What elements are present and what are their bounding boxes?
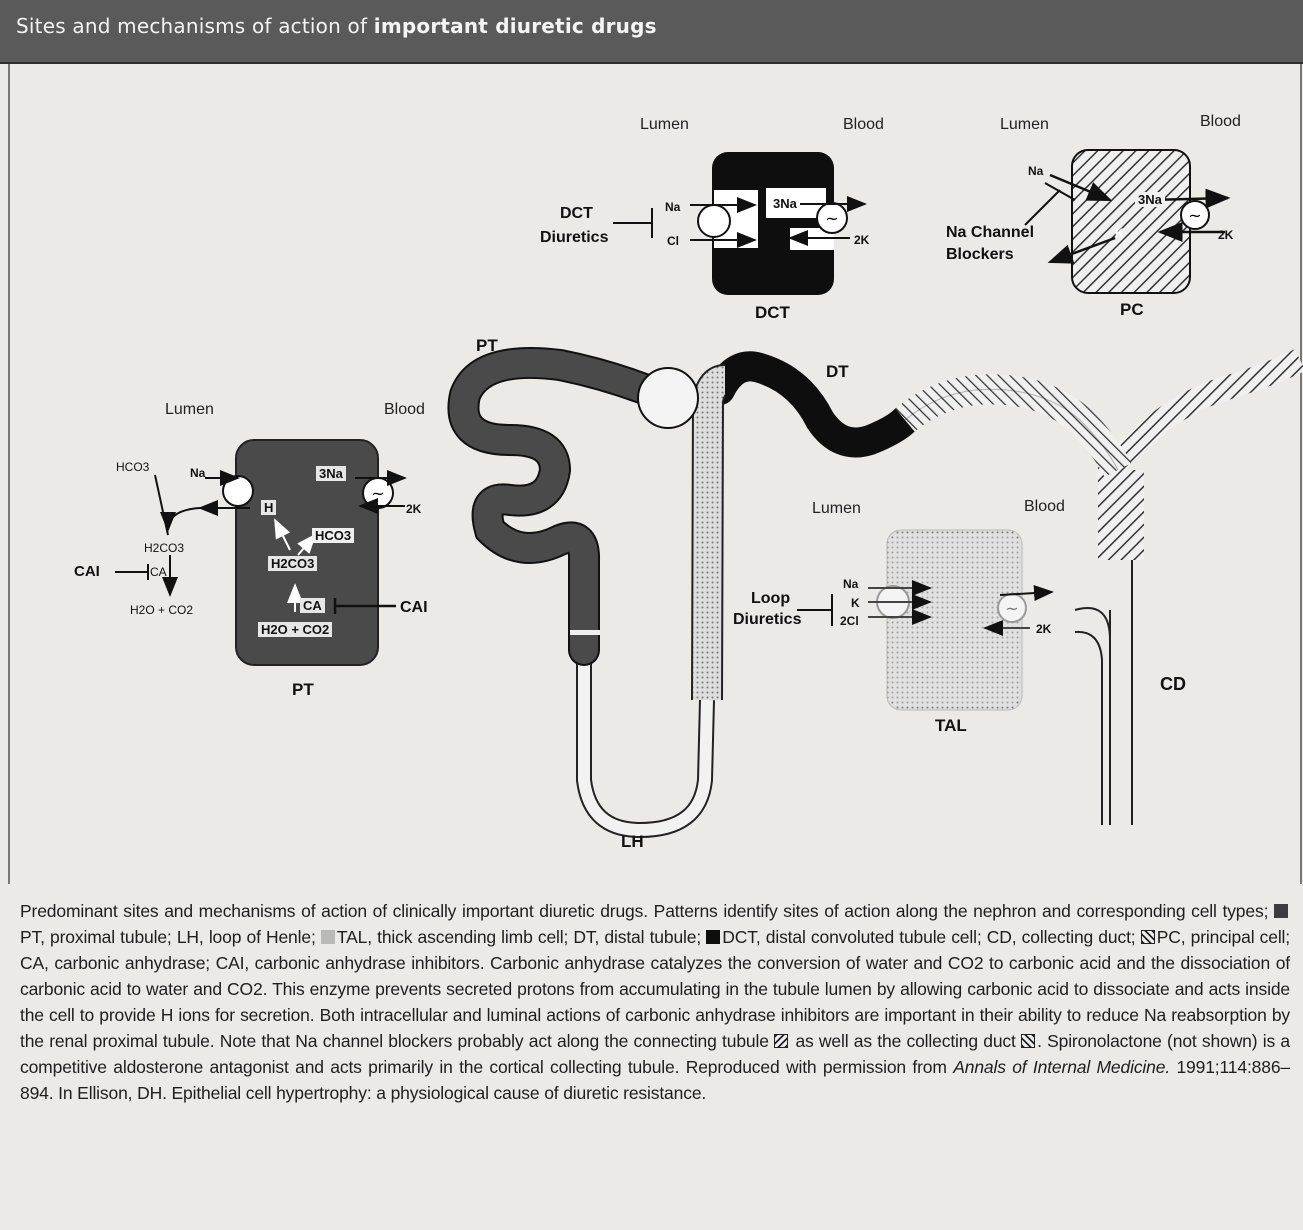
dct-cotransporter — [698, 205, 730, 237]
tal-2cl-label: 2Cl — [840, 614, 859, 628]
pc-name-label: PC — [1120, 300, 1144, 320]
tal-drug-line1: Loop — [751, 590, 790, 608]
pt-3na-label: 3Na — [316, 466, 346, 481]
dct-lumen-label: Lumen — [640, 116, 689, 134]
tal-name-label: TAL — [935, 716, 967, 736]
pc-3na-label: 3Na — [1135, 192, 1165, 207]
dct-blood-label: Blood — [843, 116, 884, 134]
pt-h-label: H — [261, 500, 276, 515]
pt-h2co3-label: H2CO3 — [144, 541, 184, 555]
tal-drug-line2: Diuretics — [733, 611, 801, 629]
pt-ca-in-label: CA — [300, 598, 325, 613]
tal-k-label: K — [851, 596, 860, 610]
dct-na-label: Na — [665, 200, 680, 214]
collecting-duct-swatch — [1021, 1034, 1035, 1048]
pt-hco3-label: HCO3 — [116, 460, 149, 474]
nephron-dt-label: DT — [826, 362, 849, 382]
pt-break-mark — [570, 630, 600, 635]
figure-caption: Predominant sites and mechanisms of acti… — [14, 890, 1290, 1220]
pc-drug-line1: Na Channel — [946, 224, 1034, 242]
connecting-tubule-hatched — [905, 389, 1118, 470]
pt-h2co3-box: H2CO3 — [268, 556, 317, 571]
dct-swatch — [706, 930, 720, 944]
svg-text:~: ~ — [825, 209, 838, 228]
pt-cai-left-label: CAI — [74, 563, 100, 580]
glomerulus-circle — [638, 368, 698, 428]
dct-3na-label: 3Na — [770, 196, 800, 211]
nephron-lh-label: LH — [621, 832, 644, 852]
pt-na-label: Na — [190, 466, 205, 480]
tal-na-label: Na — [843, 577, 858, 591]
caption-paragraph: Predominant sites and mechanisms of acti… — [20, 898, 1290, 1106]
dct-2k-label: 2K — [854, 233, 869, 247]
dct-cl-label: Cl — [667, 234, 679, 248]
pc-blood-label: Blood — [1200, 113, 1241, 131]
svg-text:~: ~ — [1005, 599, 1018, 618]
dct-drug-line1: DCT — [560, 205, 593, 223]
pt-h2o-co2-label: H2O + CO2 — [130, 603, 193, 617]
tal-2k-label: 2K — [1036, 622, 1051, 636]
nephron-cd-label: CD — [1160, 674, 1186, 695]
pt-antiporter — [223, 476, 253, 506]
pc-k-label: K — [1115, 226, 1124, 240]
pt-name-label: PT — [292, 680, 314, 700]
svg-text:~: ~ — [371, 484, 384, 503]
pt-h2o-co2-box: H2O + CO2 — [258, 622, 332, 637]
pc-swatch — [1141, 930, 1155, 944]
loop-of-henle-outline — [584, 650, 707, 830]
tal-blood-label: Blood — [1024, 498, 1065, 516]
tal-swatch — [321, 930, 335, 944]
pc-lumen-label: Lumen — [1000, 116, 1049, 134]
dct-name-label: DCT — [755, 303, 790, 323]
pt-swatch — [1274, 904, 1288, 918]
pt-lumen-label: Lumen — [165, 401, 214, 419]
pc-drug-line2: Blockers — [946, 246, 1014, 264]
dct-drug-line2: Diuretics — [540, 229, 608, 247]
pc-2k-label: 2K — [1218, 228, 1233, 242]
pt-2k-label: 2K — [406, 502, 421, 516]
pc-cell — [1072, 150, 1190, 293]
connecting-tubule-swatch — [774, 1034, 788, 1048]
proximal-tubule — [463, 363, 660, 650]
pt-ca-left-label: CA — [150, 565, 167, 579]
tal-lumen-label: Lumen — [812, 500, 861, 518]
nephron-pt-label: PT — [476, 336, 498, 356]
pt-blood-label: Blood — [384, 401, 425, 419]
svg-text:~: ~ — [1188, 206, 1201, 225]
pt-cai-right-label: CAI — [400, 599, 428, 617]
pc-na-label: Na — [1028, 164, 1043, 178]
pt-hco3-box: HCO3 — [312, 528, 354, 543]
distal-tubule-black — [720, 366, 905, 442]
